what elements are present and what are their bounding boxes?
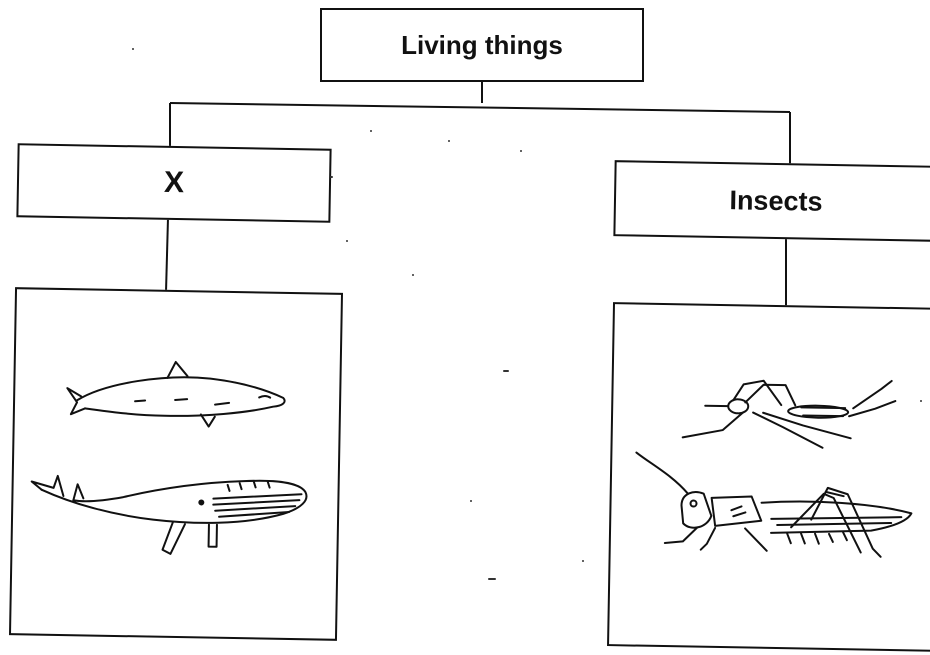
scan-speck [520,150,522,152]
branch-label-insects: Insects [729,185,823,218]
root-label: Living things [401,30,563,61]
mosquito-icon [683,377,896,449]
whale-icon [30,475,306,556]
branch-node-insects: Insects [613,160,930,242]
branch-node-x: X [16,143,331,222]
dolphin-icon [67,360,286,428]
insects-frame [607,302,930,652]
scan-speck [503,370,509,372]
root-node: Living things [320,8,644,82]
scan-speck [470,500,472,502]
scan-speck [582,560,584,562]
scan-speck [412,274,414,276]
scan-speck [448,140,450,142]
grasshopper-icon [635,453,913,558]
scan-speck [132,48,134,50]
scan-speck [370,130,372,132]
scan-speck [488,578,496,580]
scan-speck [346,240,348,242]
scan-speck [920,400,922,402]
x-animals-frame [9,287,343,641]
scan-speck [330,176,333,178]
branch-label-x: X [164,166,185,200]
